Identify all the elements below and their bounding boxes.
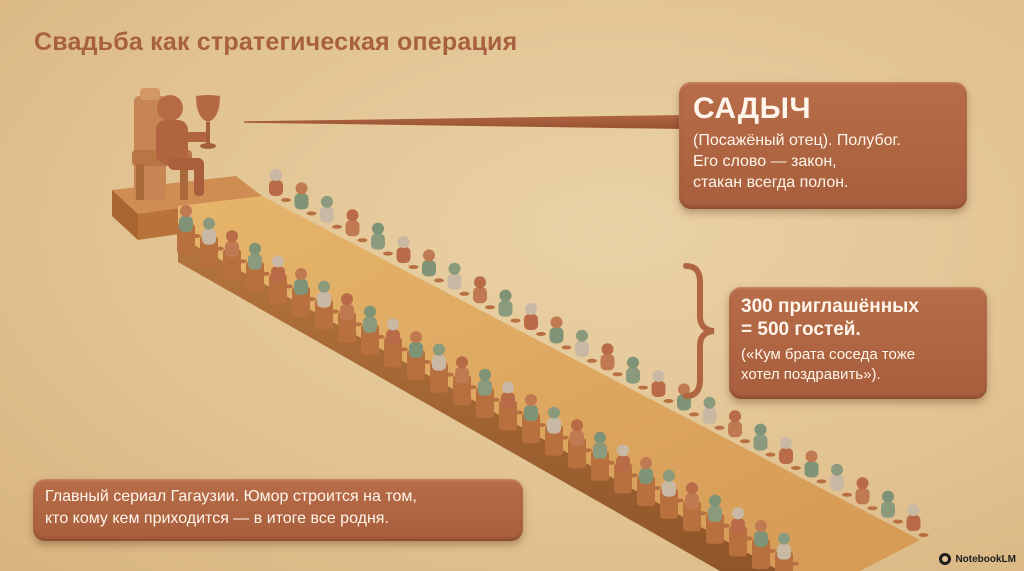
guest-figure [396, 236, 419, 269]
guest-figure [683, 482, 707, 532]
guest-figure [407, 331, 431, 380]
guest-figure [706, 494, 730, 544]
saadych-figure [156, 95, 210, 196]
guest-figure [549, 316, 572, 350]
saadych-heading: САДЫЧ [693, 92, 812, 125]
guest-figure [524, 303, 546, 336]
guest-figure [294, 182, 317, 216]
guest-figure [728, 410, 750, 444]
guest-figure [600, 343, 623, 377]
guest-figure [545, 406, 569, 456]
guest-figure [775, 532, 799, 571]
guest-figure [779, 437, 801, 470]
guest-figure [499, 381, 523, 431]
notebooklm-label: NotebookLM [955, 553, 1016, 565]
goblet-icon [196, 95, 220, 149]
guest-figure [660, 469, 684, 519]
guest-figure [637, 457, 661, 506]
guest-figure [447, 262, 470, 296]
guest-figure [269, 255, 293, 305]
page-title: Свадьба как стратегическая операция [34, 28, 518, 56]
saadych-description: (Посажёный отец). Полубог. Его слово — з… [693, 132, 901, 191]
guest-figure [830, 463, 852, 497]
guest-figure [804, 450, 827, 484]
guest-figure [476, 368, 500, 418]
guest-figure [371, 222, 393, 256]
guest-figure [200, 217, 224, 267]
guest-figure [422, 249, 444, 283]
guest-figure [177, 205, 201, 254]
guest-figure [345, 209, 368, 243]
guest-figure [855, 477, 878, 511]
guest-figure [246, 242, 270, 292]
guest-figure [498, 289, 521, 323]
far-guest-row [269, 169, 929, 537]
guest-figure [292, 268, 316, 317]
guest-figure [614, 444, 638, 494]
guest-figure [651, 370, 674, 403]
guest-figure [453, 356, 477, 406]
saadych-card: САДЫЧ (Посажёный отец). Полубог. Его сло… [679, 82, 967, 209]
guest-figure [384, 318, 408, 368]
notebooklm-branding: NotebookLM [939, 553, 1016, 565]
guest-figure [881, 490, 903, 524]
curly-brace-icon [683, 263, 715, 399]
guests-description: («Кум брата соседа тоже хотел поздравить… [741, 346, 916, 383]
guest-figure [591, 431, 615, 481]
guest-figure [702, 396, 725, 430]
guests-card: 300 приглашённых = 500 гостей. («Кум бра… [729, 287, 987, 399]
guest-figure [729, 507, 753, 557]
series-description: Главный сериал Гагаузии. Юмор строится н… [45, 488, 417, 527]
guest-figure [575, 329, 597, 363]
guest-figure [753, 423, 776, 457]
guest-figure [269, 169, 291, 202]
near-guest-row [177, 205, 799, 571]
guest-figure [361, 305, 385, 355]
guests-heading: 300 приглашённых = 500 гостей. [741, 296, 919, 340]
guest-figure [473, 276, 495, 310]
series-card: Главный сериал Гагаузии. Юмор строится н… [33, 479, 523, 541]
guest-figure [338, 293, 362, 343]
guest-figure [320, 195, 342, 229]
guest-figure [626, 356, 648, 390]
guest-figure [568, 419, 592, 469]
guest-figure [522, 394, 546, 443]
guest-figure [430, 343, 454, 393]
notebooklm-logo-icon [939, 553, 952, 565]
guest-figure [752, 520, 776, 569]
guest-figure [315, 280, 339, 330]
guest-figure [223, 230, 247, 280]
guest-figure [906, 504, 929, 537]
